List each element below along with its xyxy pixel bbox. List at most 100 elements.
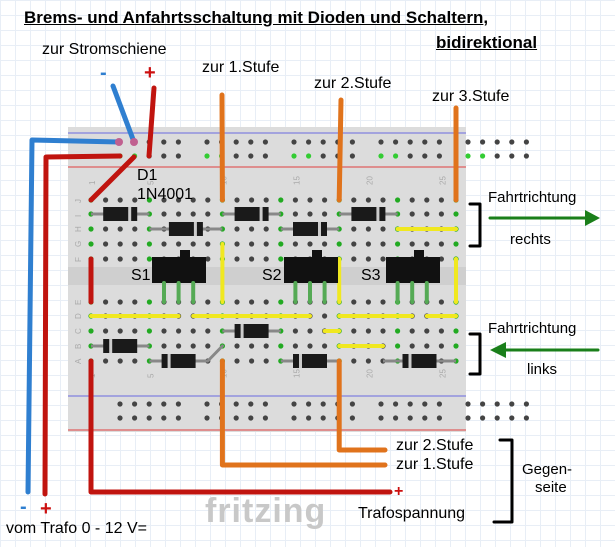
breadboard-hole — [234, 256, 240, 262]
breadboard-hole — [365, 241, 371, 247]
rail-hole — [262, 139, 268, 145]
breadboard-hole — [117, 197, 123, 203]
breadboard-hole — [132, 197, 138, 203]
diode-body — [161, 354, 196, 368]
diode-body — [234, 207, 269, 221]
rail-hole — [175, 139, 181, 145]
column-label: 5 — [146, 373, 155, 378]
breadboard-hole — [190, 211, 196, 217]
row-label: C — [74, 328, 83, 334]
rail-hole — [175, 415, 181, 421]
rail-hole — [465, 415, 471, 421]
rail-hole — [494, 153, 500, 159]
diode-body — [402, 354, 437, 368]
rail-hole — [248, 401, 254, 407]
breadboard-hole — [249, 299, 255, 305]
breadboard-hole — [190, 241, 196, 247]
breadboard-hole — [409, 197, 415, 203]
red-wire-stromschiene — [146, 85, 157, 159]
breadboard-hole — [424, 241, 430, 247]
breadboard-hole — [292, 241, 298, 247]
rail-hole — [161, 415, 167, 421]
breadboard-hole — [424, 197, 430, 203]
rail-hole — [146, 401, 152, 407]
rail-hole — [523, 415, 530, 421]
diode-body — [234, 324, 269, 338]
rail-hole — [233, 139, 239, 145]
breadboard-hole — [292, 197, 298, 203]
breadboard-hole — [351, 226, 357, 232]
rail-hole — [248, 415, 254, 421]
rail-hole — [320, 415, 326, 421]
breadboard-hole — [424, 211, 430, 217]
rail-hole — [262, 401, 268, 407]
breadboard-hole — [249, 226, 255, 232]
breadboard-hole — [132, 256, 138, 262]
breadboard-hole — [176, 197, 182, 203]
breadboard-hole — [351, 299, 357, 305]
rail-hole — [291, 153, 297, 159]
label-rechts: rechts — [510, 231, 551, 248]
breadboard-hole — [351, 256, 357, 262]
diode-cathode-band — [128, 207, 132, 221]
breadboard-hole — [263, 358, 269, 364]
label-stufe1-bottom: zur 1.Stufe — [396, 456, 474, 473]
label-fahrtrichtung-links: Fahrtrichtung — [488, 320, 577, 337]
column-label: 15 — [292, 369, 301, 378]
label-plus-top: + — [144, 62, 156, 84]
rail-hole — [378, 401, 384, 407]
breadboard-hole — [307, 211, 313, 217]
breadboard-hole — [234, 343, 240, 349]
row-label: G — [74, 241, 83, 247]
breadboard-hole — [263, 226, 269, 232]
red-wire-trafospannung — [88, 358, 393, 495]
breadboard-hole — [292, 328, 298, 334]
diode-body — [103, 207, 138, 221]
rail-hole — [422, 139, 428, 145]
rail-hole — [161, 139, 167, 145]
breadboard-hole — [117, 328, 123, 334]
rail-hole — [509, 401, 515, 407]
breadboard-hole — [278, 241, 284, 247]
label-plus-trafospannung: + — [394, 483, 404, 500]
rail-hole — [480, 139, 486, 145]
breadboard-hole — [161, 197, 167, 203]
breadboard-hole — [438, 328, 444, 334]
rail-hole — [393, 415, 399, 421]
slide-switch — [284, 257, 338, 283]
breadboard-hole — [292, 343, 298, 349]
wire-end — [115, 138, 123, 146]
rail-hole — [204, 401, 210, 407]
breadboard-hole — [380, 197, 386, 203]
label-fahrtrichtung-rechts: Fahrtrichtung — [488, 189, 577, 206]
breadboard-hole — [234, 241, 240, 247]
breadboard-hole — [117, 358, 123, 364]
diode-cathode-band — [318, 222, 321, 236]
orange-wire-stufe1-bottom — [219, 358, 388, 468]
breadboard-hole — [395, 197, 401, 203]
rail-hole — [393, 139, 399, 145]
breadboard-hole — [103, 328, 109, 334]
rail-hole — [407, 401, 413, 407]
rail-hole — [233, 153, 239, 159]
breadboard-hole — [132, 358, 138, 364]
breadboard-hole — [249, 256, 255, 262]
breadboard-hole — [351, 197, 357, 203]
rail-hole — [393, 153, 399, 159]
diode-body — [103, 339, 138, 353]
breadboard-hole — [380, 328, 386, 334]
breadboard-hole — [322, 197, 328, 203]
row-label: F — [74, 257, 83, 262]
diode-cathode-band — [193, 222, 197, 236]
breadboard-hole — [336, 241, 342, 247]
diode-name: D1 — [137, 167, 158, 184]
breadboard-hole — [176, 328, 182, 334]
breadboard-hole — [380, 256, 386, 262]
column-label: 5 — [146, 180, 155, 185]
rail-hole — [132, 401, 138, 407]
column-label: 20 — [365, 176, 374, 185]
rail-hole — [378, 153, 384, 159]
red-wire-trafo — [42, 153, 123, 497]
row-label: J — [74, 199, 83, 203]
breadboard-hole — [380, 226, 386, 232]
